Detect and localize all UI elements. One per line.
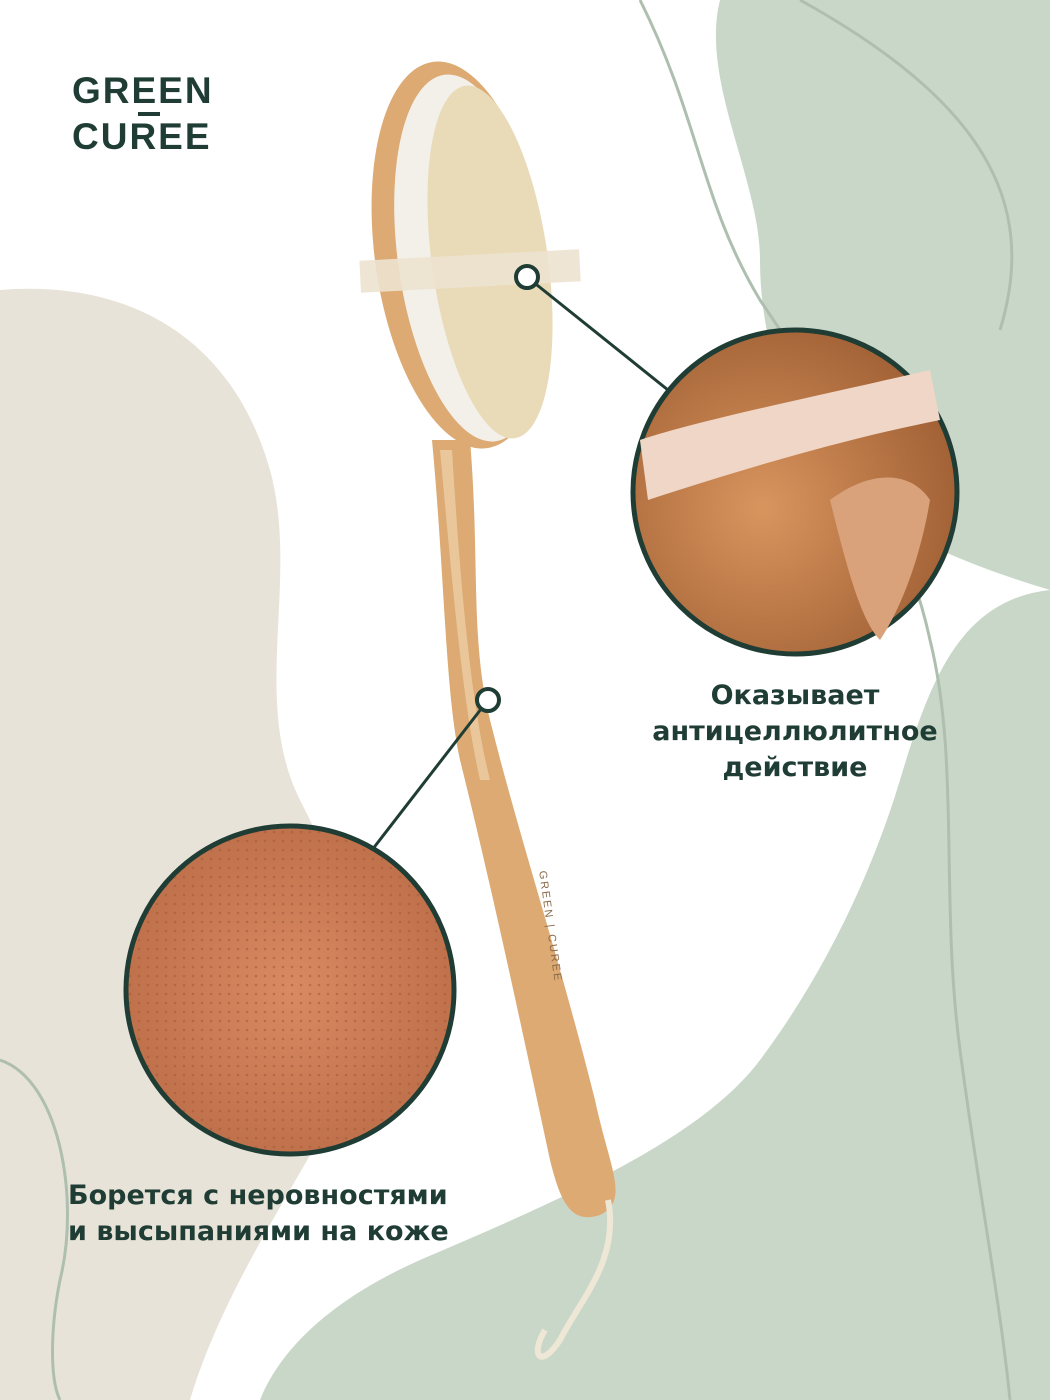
decor-line: [0, 1058, 69, 1400]
logo-line-1: GREEN: [72, 70, 214, 111]
logo-bar: [138, 112, 160, 116]
logo-line-2: CUREE: [72, 116, 212, 157]
brand-logo: GREEN CUREE: [72, 70, 214, 158]
callout-dot: [514, 264, 540, 290]
caption-line: Оказывает: [710, 680, 880, 711]
skin-thigh-photo: [630, 327, 960, 657]
skin-texture-photo: [123, 823, 457, 1157]
callout-dot: [475, 687, 501, 713]
brush-image: [359, 61, 616, 1360]
sage-shape: [260, 0, 1050, 1400]
decor-line: [638, 0, 1012, 1400]
feature-caption-skin: Борется с неровностями и высыпаниями на …: [68, 1178, 588, 1250]
caption-line: Борется с неровностями: [68, 1180, 448, 1211]
feature-caption-anticellulite: Оказывает антицеллюлитное действие: [600, 678, 990, 786]
caption-line: действие: [722, 752, 868, 783]
caption-line: и высыпаниями на коже: [68, 1216, 449, 1247]
decor-line: [799, 0, 1014, 331]
caption-line: антицеллюлитное: [652, 716, 938, 747]
